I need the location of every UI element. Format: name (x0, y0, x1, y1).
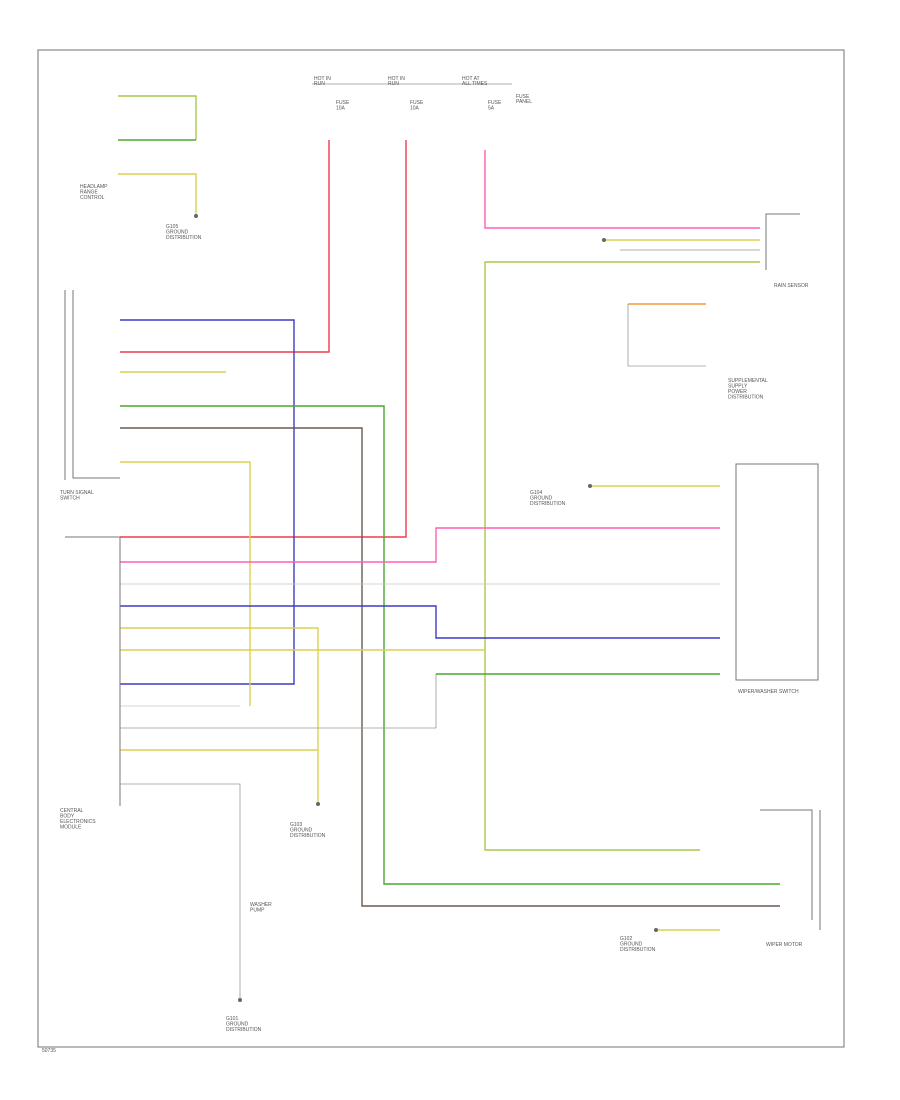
ground-bottom-mid-dot (316, 802, 320, 806)
ground-g1-dot (194, 214, 198, 218)
turn-signal-switch (64, 290, 120, 480)
rain-sensor: RAIN SENSOR (765, 213, 809, 289)
module-outline (65, 536, 121, 806)
central-body-module (65, 536, 121, 806)
turn-switch-body (72, 290, 120, 479)
wire-ts-blue (120, 319, 295, 685)
wire-m-gray (120, 673, 720, 729)
ws-ground-dot (588, 484, 592, 488)
wiper-washer-switch: WIPER/WASHER SWITCH (735, 463, 819, 695)
rain-sensor-body (765, 213, 800, 270)
ground-bottom-dot (238, 998, 242, 1002)
wiper-switch-body (735, 463, 819, 681)
wire-m-pink (120, 527, 720, 563)
wire-fuse2-red (120, 140, 407, 538)
wire-hr-3 (118, 173, 197, 214)
component-layer (194, 214, 658, 1002)
wire-rain-4 (484, 261, 760, 851)
wiper-motor-body (760, 809, 813, 920)
wiper-motor: WIPER MOTOR (760, 809, 821, 948)
diagram-frame (37, 49, 845, 1048)
wire-ts-brown (120, 427, 780, 907)
wire-ts-white (120, 461, 251, 706)
label-rain-sensor: RAIN SENSOR (774, 283, 809, 289)
wm-ground-dot (654, 928, 658, 932)
wire-fuse3-pink (484, 150, 760, 229)
label-wiper-motor: WIPER MOTOR (766, 942, 803, 948)
wire-m-yellow (120, 627, 319, 802)
wire-m-blue (120, 605, 720, 639)
wire-layer (118, 95, 780, 1000)
wire-supp (627, 304, 706, 367)
wire-ts-green (120, 405, 780, 885)
label-wiper-switch: WIPER/WASHER SWITCH (738, 689, 799, 695)
rain-ground-dot (602, 238, 606, 242)
wire-m-black (120, 783, 241, 1000)
diagram-code: 50735 (42, 1048, 56, 1054)
wire-fuse1-red (120, 140, 330, 353)
wire-hr-1 (118, 95, 197, 140)
